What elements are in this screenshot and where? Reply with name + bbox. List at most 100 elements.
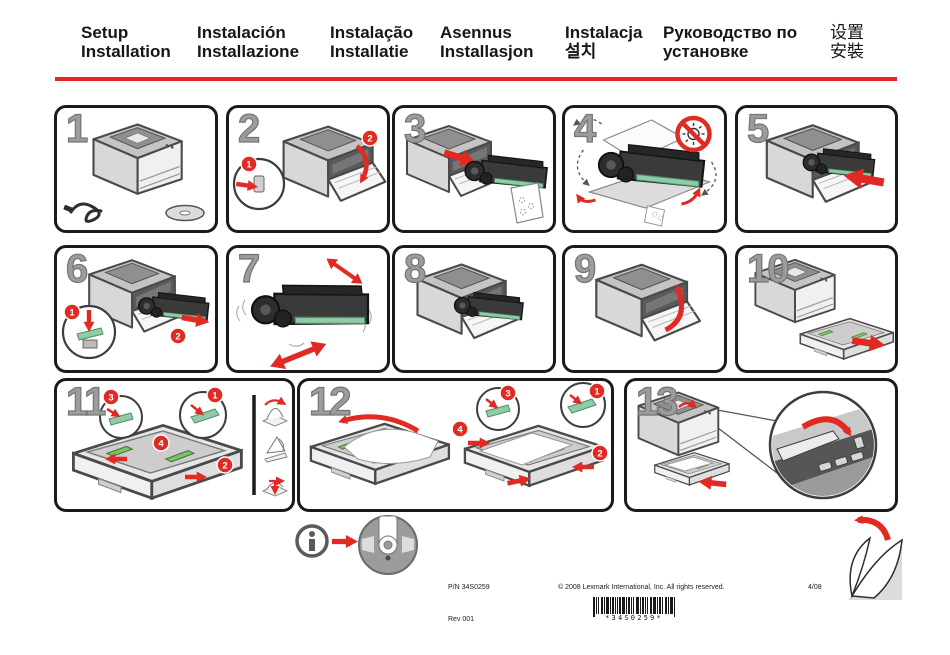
svg-text:1: 1 [69,308,75,319]
step-panel-7: 7 [226,245,390,373]
shake-arrow-icon [267,336,330,370]
svg-text:3: 3 [505,389,510,400]
packing-sheet-icon [510,182,544,224]
title-line: Installatie [330,42,409,61]
step-number: 12 [308,380,352,424]
load-paper-arrow-icon [338,414,420,434]
step-panel-10: 10 [735,245,898,373]
title-line: Installazione [197,42,300,61]
barcode-bars [593,597,675,617]
tag-sheet-icon [643,205,666,227]
straighten-paper-icon [261,476,289,497]
step-number: 8 [403,247,426,291]
paper-sheet [343,428,439,465]
open-door-arrow-icon [355,144,369,184]
step-number: 5 [746,107,769,151]
power-cord-icon [63,202,103,223]
step-13-illustration [637,390,878,500]
callout-3: 3 [499,384,517,402]
step-number: 6 [65,247,88,291]
step-panel-5: 5 [735,105,898,233]
step-number: 4 [573,107,596,151]
title-line: Installasjon [440,42,534,61]
callout-4: 4 [152,434,170,452]
title-line: 设置 [830,23,864,42]
paper-in-tray [663,456,715,472]
step-1-illustration [63,123,205,223]
step-3-illustration [406,125,548,224]
flip-stop-arrow-icon [678,399,698,409]
revision: Rev 001 [448,616,475,623]
callout-2: 2 [169,327,187,345]
callout-2: 2 [361,129,379,147]
title-line: 安裝 [830,42,864,61]
cd-icon [165,204,205,222]
barcode-text: *34S0259* [595,614,673,622]
title-line: Installation [81,42,171,61]
no-light-prohibition-icon [675,115,712,153]
flex-paper-icon [261,396,289,427]
callout-2: 2 [591,444,609,462]
step-number: 1 [65,107,88,151]
callout-3: 3 [102,388,120,406]
callout-1: 1 [240,155,258,173]
step-number: 13 [635,380,679,424]
copyright-notice: © 2008 Lexmark International, Inc. All r… [558,584,725,591]
control-panel-closeup [772,403,874,496]
header-divider [55,77,897,81]
step-6-illustration: 1 2 [61,259,211,360]
title-line: Instalación [197,23,286,42]
title-line: 설치 [565,42,597,61]
svg-text:2: 2 [597,449,602,460]
svg-text:4: 4 [158,439,164,450]
see-cd-for-info-graphic [295,515,418,575]
title-line: Setup [81,23,129,42]
step-panel-9: 9 [562,245,727,373]
step-4-illustration [573,115,717,227]
step-number: 3 [403,107,426,151]
svg-text:2: 2 [175,332,180,343]
step-panel-12: 12 3 1 4 2 [297,378,614,512]
title-line: Asennus [440,23,512,42]
svg-text:1: 1 [246,160,252,171]
turn-page-over-icon [848,515,903,600]
svg-text:1: 1 [594,387,600,398]
part-number: P/N 34S0259 [448,584,490,591]
step-11-illustration: 3 1 4 2 [72,386,289,500]
callout-1: 1 [588,382,606,400]
title-fi-no: Asennus Installasjon [440,23,534,61]
fan-paper-icon [264,436,288,463]
title-en: Setup Installation [81,23,171,61]
step-number: 11 [65,380,107,424]
step-2-illustration: 1 2 [232,125,387,211]
svg-text:4: 4 [457,425,463,436]
title-zh: 设置 安裝 [830,23,864,61]
step-panel-6: 6 1 2 [54,245,218,373]
step-7-illustration [236,253,373,370]
cd-icon [358,515,418,575]
title-line: установке [663,42,749,61]
title-line: Instalacja [565,23,643,42]
pull-tab-arrow-icon [681,187,701,206]
title-line: Instalação [330,23,414,42]
arrow-right-icon [332,535,358,548]
callout-4: 4 [451,420,469,438]
step-panel-4: 4 [562,105,727,233]
svg-text:2: 2 [222,461,227,472]
title-es-it: Instalación Installazione [197,23,299,61]
title-line: Руководство по [663,23,798,42]
title-pl-ko: Instalacja 설치 [565,23,643,61]
pull-tab-arrow-icon [576,193,596,204]
step-number: 10 [746,247,790,291]
step-9-illustration [595,263,702,342]
step-number: 2 [237,107,260,151]
step-number: 7 [237,247,260,291]
shake-arrow-icon [322,253,366,289]
svg-text:2: 2 [367,134,372,145]
callout-1: 1 [206,386,224,404]
barcode: *34S0259* [592,597,676,622]
step-panel-3: 3 [392,105,556,233]
close-door-arrow-icon [664,284,684,333]
title-ru: Руководство по установке [663,23,797,61]
